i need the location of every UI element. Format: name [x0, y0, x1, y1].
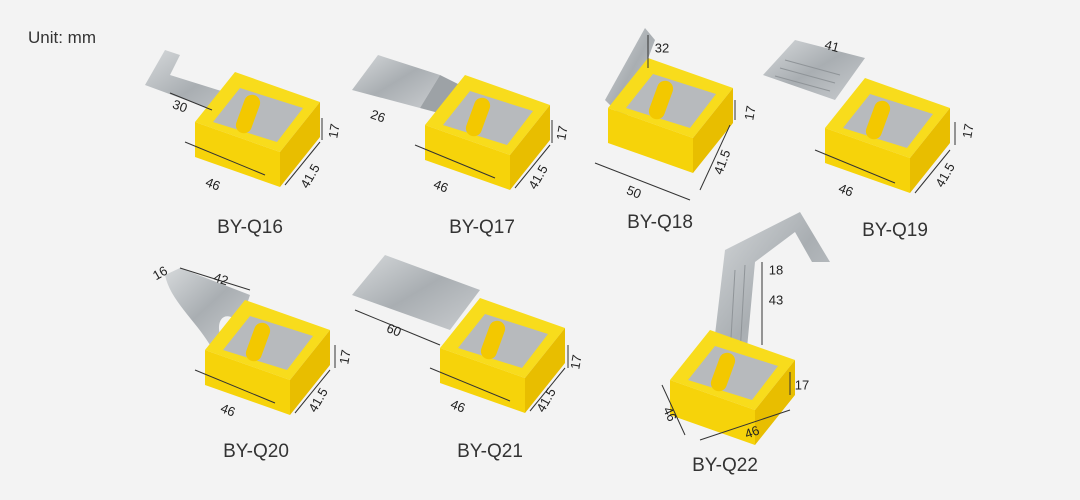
dimension-label: 17	[553, 124, 571, 142]
dimension-label: 17	[741, 104, 759, 122]
dimension-label: 18	[768, 262, 784, 278]
product-q16-drawing	[145, 50, 323, 187]
dimension-label: 32	[654, 40, 670, 56]
unit-label: Unit: mm	[28, 28, 96, 47]
dimension-label: 43	[768, 292, 784, 308]
product-label-q22: BY-Q22	[692, 455, 758, 476]
product-q22-drawing	[661, 212, 830, 445]
product-label-q16: BY-Q16	[217, 217, 283, 238]
product-q17-drawing	[352, 55, 553, 190]
dimension-label: 17	[325, 122, 343, 140]
product-label-q17: BY-Q17	[449, 217, 515, 238]
dimension-label: 17	[336, 348, 354, 366]
product-label-q21: BY-Q21	[457, 441, 523, 462]
product-q18-drawing	[594, 28, 736, 201]
product-q19-drawing	[763, 40, 956, 194]
dimension-label: 17	[794, 377, 810, 393]
product-label-q19: BY-Q19	[862, 220, 928, 241]
product-q20-drawing	[165, 267, 336, 415]
product-q21-drawing	[352, 255, 569, 413]
product-label-q18: BY-Q18	[627, 212, 693, 233]
dimension-label: 17	[567, 353, 585, 371]
dimension-label: 17	[959, 122, 977, 140]
product-label-q20: BY-Q20	[223, 441, 289, 462]
